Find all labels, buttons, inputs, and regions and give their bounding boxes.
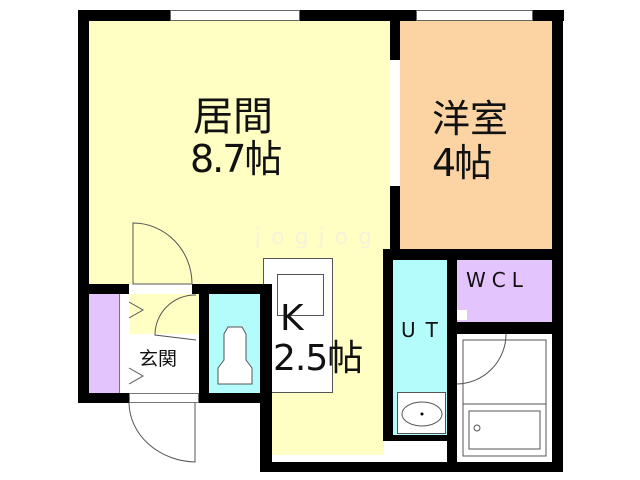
entrance-step [129,294,199,334]
wall [383,435,457,441]
western-room [400,21,552,249]
wcl-room [457,260,552,325]
bathroom [457,334,552,462]
wall [383,249,563,260]
living-room-size: 8.7帖 [190,137,282,181]
kitchen-counter [263,258,333,393]
wall [199,284,209,393]
wall [260,462,563,472]
shoe-closet [89,294,119,393]
living-room [89,21,390,291]
western-room-size: 4帖 [432,141,492,185]
utility-label: UT [401,318,448,342]
wcl-label: WCL [466,268,529,292]
stove [277,274,324,316]
wall [447,322,563,334]
western-room-name: 洋室 [432,97,509,141]
window [170,10,300,21]
kitchen-name: K [280,298,304,339]
window [390,60,400,186]
wall [119,294,130,393]
wall [78,10,89,403]
doorway [129,284,192,294]
wall [447,260,457,472]
sink [397,392,446,434]
wcl-doorway [457,310,467,320]
doorway [129,393,199,403]
wall [552,10,563,472]
wall [383,249,393,439]
living-room-name: 居間 [193,94,273,140]
window [416,10,533,21]
wall [78,10,564,21]
kitchen-size: 2.5帖 [273,338,363,379]
entrance-label: 玄関 [139,348,178,370]
wall [260,284,272,472]
watermark: jogjog [255,225,383,250]
